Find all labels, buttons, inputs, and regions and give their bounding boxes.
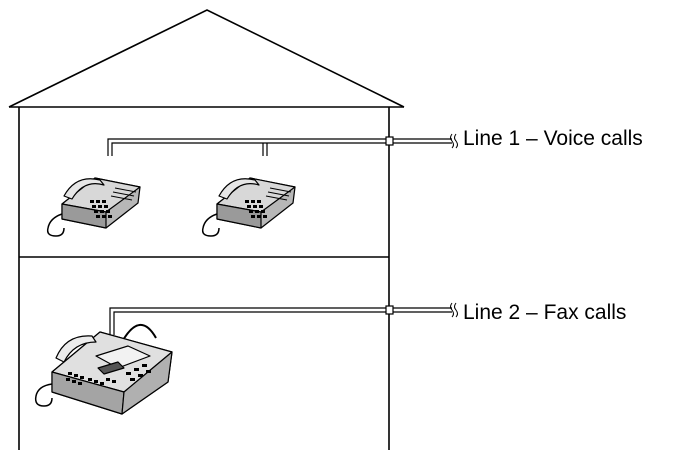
- line-2-wiring: [109, 307, 452, 335]
- line-2-label: Line 2 – Fax calls: [463, 301, 627, 324]
- line-1-label: Line 1 – Voice calls: [463, 127, 643, 150]
- wall-jack-icon: [385, 136, 394, 146]
- fax-machine-icon: [34, 324, 173, 415]
- line-1-wiring: [107, 138, 452, 156]
- house-outline: [8, 9, 405, 450]
- telephone-icon: [201, 177, 296, 237]
- wall-jack-icon: [385, 305, 394, 315]
- line-break-icon: [450, 133, 458, 149]
- telephone-icon: [46, 177, 141, 237]
- line-break-icon: [450, 302, 458, 318]
